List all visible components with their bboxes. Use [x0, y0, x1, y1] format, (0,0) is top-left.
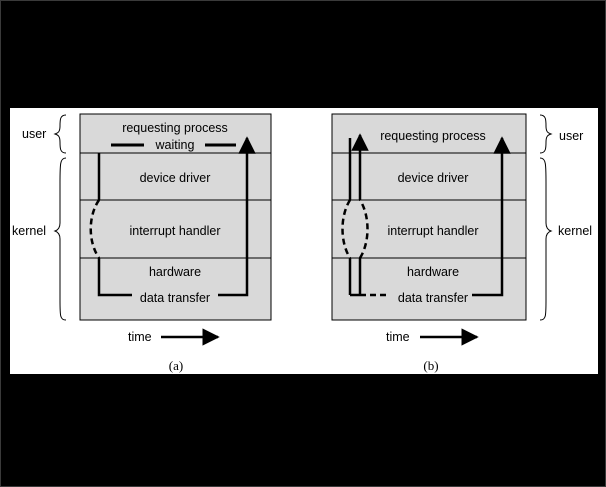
diagram-b-requesting-process-label: requesting process [380, 129, 486, 143]
diagram-a-device-driver-label: device driver [140, 171, 211, 185]
diagram-a-time-label: time [128, 330, 152, 344]
diagram-b-kernel-side-label: kernel [558, 224, 592, 238]
diagram-a-kernel-brace [53, 157, 67, 321]
diagram-b-user-brace [539, 114, 553, 154]
diagram-a-path-dashed-handler [89, 199, 101, 259]
diagram-b-caption: (b) [423, 358, 438, 373]
diagram-a-hardware-label: hardware [149, 265, 201, 279]
diagram-a-data-transfer-label: data transfer [140, 291, 210, 305]
diagram-a-waiting-label: waiting [155, 138, 195, 152]
diagram-b-data-transfer-label: data transfer [398, 291, 468, 305]
diagram-a-interrupt-handler-label: interrupt handler [129, 224, 220, 238]
diagram-b-time-label: time [386, 330, 410, 344]
diagram-b-path-dashed-handler-left [341, 199, 352, 259]
diagram-b-interrupt-handler-label: interrupt handler [387, 224, 478, 238]
diagram-a-user-side-label: user [22, 127, 46, 141]
figure-panel: requesting process waiting device driver… [10, 108, 598, 374]
diagram-a-return-arrow [218, 136, 256, 297]
diagram-a-requesting-process-label: requesting process [122, 121, 228, 135]
diagram-b: requesting process device driver interru… [331, 113, 592, 373]
diagram-a-path-to-transfer [97, 258, 132, 297]
diagram-b-user-side-label: user [559, 129, 583, 143]
diagram-a-kernel-side-label: kernel [12, 224, 46, 238]
diagram-a-caption: (a) [169, 358, 183, 373]
diagram-b-kernel-brace [539, 157, 553, 321]
diagram-b-hardware-label: hardware [407, 265, 459, 279]
diagram-b-device-driver-label: device driver [398, 171, 469, 185]
diagram-b-path-dashed-handler-right [358, 199, 369, 259]
diagram-a: requesting process waiting device driver… [12, 113, 272, 373]
io-methods-figure: requesting process waiting device driver… [12, 113, 592, 373]
diagram-a-user-brace [53, 114, 67, 154]
diagram-b-return-arrow [472, 136, 511, 297]
